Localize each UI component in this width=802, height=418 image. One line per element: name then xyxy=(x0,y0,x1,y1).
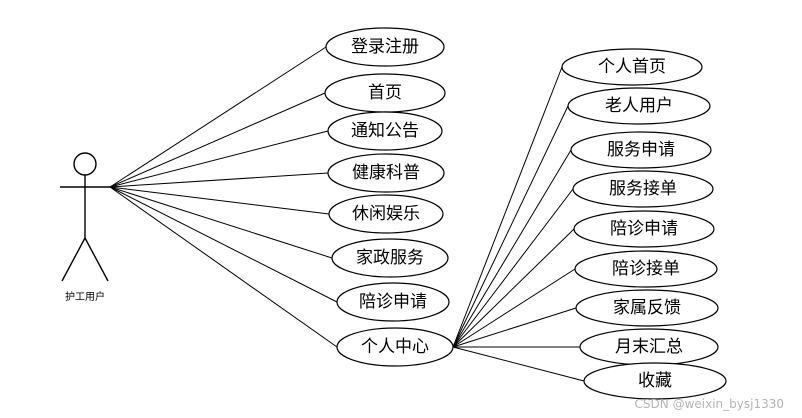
use-case-right-9: 收藏 xyxy=(583,362,727,400)
use-case-right-7: 家属反馈 xyxy=(575,289,719,327)
actor-label: 护工用户 xyxy=(65,290,105,303)
use-case-right-4: 服务接单 xyxy=(572,170,714,208)
use-case-ellipse xyxy=(331,238,449,278)
use-case-label: 家政服务 xyxy=(356,248,424,268)
use-case-ellipse xyxy=(573,210,715,248)
association-actor-to-use-case-8 xyxy=(109,186,338,348)
use-case-ellipse xyxy=(567,87,711,125)
use-case-left-7: 陪诊申请 xyxy=(336,282,450,322)
use-case-ellipse xyxy=(583,362,727,400)
association-hub-to-use-case-3 xyxy=(452,149,572,348)
use-case-label: 服务申请 xyxy=(607,140,675,160)
association-actor-to-use-case-6 xyxy=(109,186,333,259)
association-actor-to-use-case-2 xyxy=(109,92,326,188)
association-hub-to-use-case-5 xyxy=(452,228,575,348)
association-actor-to-use-case-1 xyxy=(109,46,327,188)
association-hub-to-use-case-1 xyxy=(452,66,563,348)
use-case-label: 首页 xyxy=(368,83,402,103)
use-case-label: 个人中心 xyxy=(361,337,429,357)
use-case-left-4: 健康科普 xyxy=(327,153,445,193)
use-case-right-8: 月末汇总 xyxy=(579,328,719,366)
use-case-left-6: 家政服务 xyxy=(331,238,449,278)
association-actor-to-use-case-3 xyxy=(109,130,329,188)
association-actor-to-use-case-4 xyxy=(109,172,329,188)
use-case-ellipse xyxy=(325,27,445,67)
use-case-label: 服务接单 xyxy=(609,179,677,199)
actor-head xyxy=(73,152,97,176)
watermark: CSDN @weixin_bysj1330 xyxy=(635,397,784,411)
use-case-right-3: 服务申请 xyxy=(570,131,712,169)
use-case-label: 休闲娱乐 xyxy=(352,204,420,224)
use-case-label: 收藏 xyxy=(638,371,672,391)
use-case-ellipse xyxy=(336,327,454,367)
association-hub-to-use-case-9 xyxy=(452,346,585,382)
use-case-ellipse xyxy=(327,111,443,151)
use-case-ellipse xyxy=(572,170,714,208)
use-case-label: 月末汇总 xyxy=(615,337,683,357)
association-hub-to-use-case-7 xyxy=(452,307,577,348)
association-actor-to-use-case-5 xyxy=(109,186,330,215)
use-case-left-5: 休闲娱乐 xyxy=(328,194,444,234)
use-case-label: 健康科普 xyxy=(352,163,420,183)
use-case-left-2: 首页 xyxy=(324,73,446,113)
use-case-label: 老人用户 xyxy=(605,96,673,116)
actor-left-leg xyxy=(61,237,86,282)
use-case-label: 陪诊接单 xyxy=(612,259,680,279)
actor-right-leg xyxy=(84,237,109,282)
use-case-left-3: 通知公告 xyxy=(327,111,443,151)
association-lines xyxy=(109,46,585,382)
use-case-ellipse xyxy=(328,194,444,234)
use-case-label: 陪诊申请 xyxy=(359,292,427,312)
use-case-label: 登录注册 xyxy=(351,37,419,57)
use-case-ellipse xyxy=(561,48,703,86)
use-case-right-1: 个人首页 xyxy=(561,48,703,86)
actor-nurse-user: 护工用户 xyxy=(60,152,110,303)
use-case-left-8: 个人中心 xyxy=(336,327,454,367)
use-case-label: 个人首页 xyxy=(598,57,666,77)
use-case-label: 陪诊申请 xyxy=(610,219,678,239)
use-case-ellipse xyxy=(574,250,718,288)
use-case-left-1: 登录注册 xyxy=(325,27,445,67)
use-case-label: 通知公告 xyxy=(351,121,419,141)
use-case-ellipse xyxy=(336,282,450,322)
use-case-right-6: 陪诊接单 xyxy=(574,250,718,288)
use-case-ellipse xyxy=(575,289,719,327)
association-actor-to-use-case-7 xyxy=(109,186,338,303)
use-case-ellipse xyxy=(570,131,712,169)
association-hub-to-use-case-2 xyxy=(452,105,569,348)
use-case-label: 家属反馈 xyxy=(613,298,681,318)
association-hub-to-use-case-6 xyxy=(452,268,576,348)
association-hub-to-use-case-4 xyxy=(452,188,574,348)
use-case-ellipse xyxy=(327,153,445,193)
use-case-right-2: 老人用户 xyxy=(567,87,711,125)
use-case-right-5: 陪诊申请 xyxy=(573,210,715,248)
